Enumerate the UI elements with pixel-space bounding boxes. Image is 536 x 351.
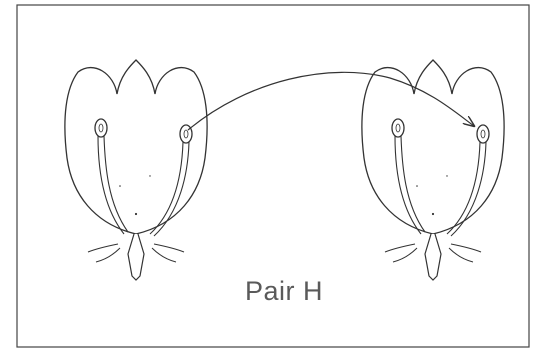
right-flower [362,60,504,280]
pair-label: Pair H [16,276,536,307]
left-flower [65,60,207,280]
